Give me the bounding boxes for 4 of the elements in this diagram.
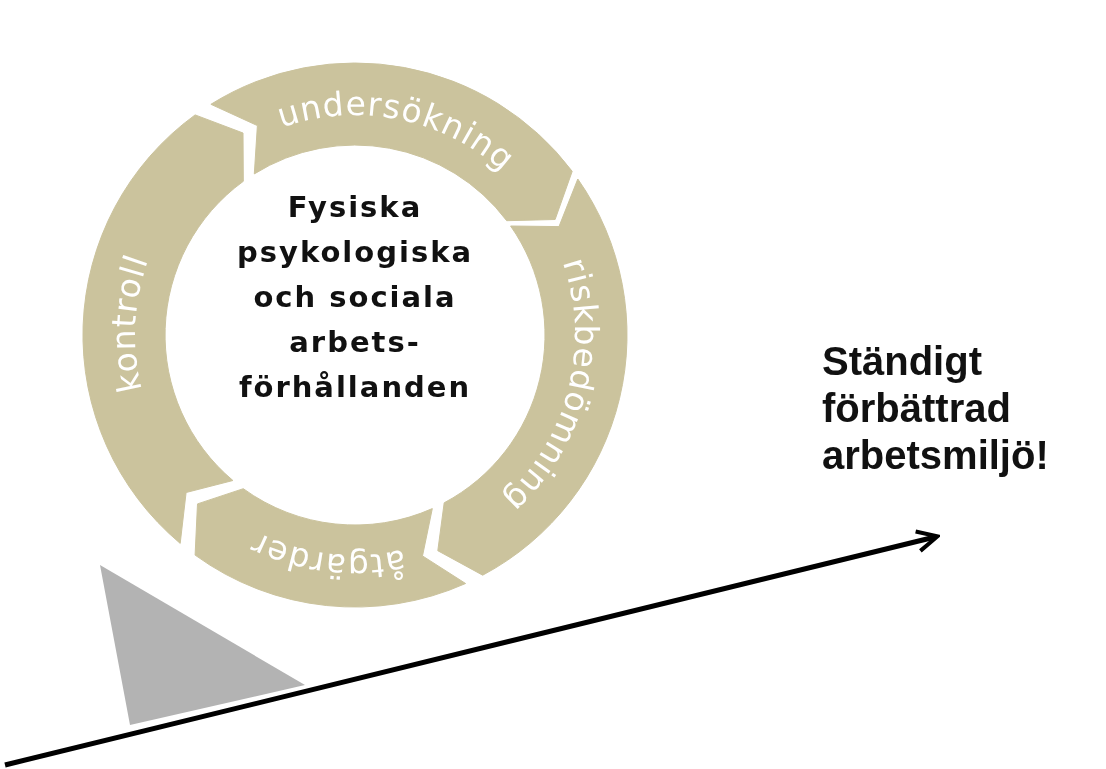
center-label: Fysiska psykologiska och sociala arbets- förhållanden bbox=[225, 185, 485, 410]
goal-label: Ständigt förbättrad arbetsmiljö! bbox=[822, 338, 1106, 479]
arrow bbox=[4, 529, 940, 768]
segment-label: åtgärder bbox=[242, 524, 410, 587]
